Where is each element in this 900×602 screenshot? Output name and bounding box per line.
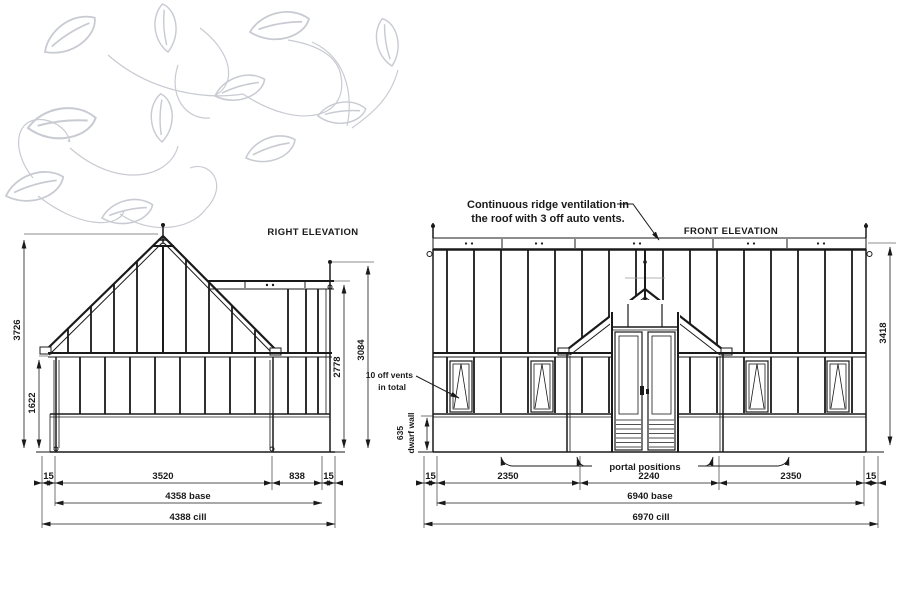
right-elevation: RIGHT ELEVATION	[12, 223, 374, 528]
dim-re-span-rear: 838	[289, 471, 305, 482]
dim-fe-offset-right: 15	[866, 471, 877, 482]
dim-re-span-main: 3520	[152, 471, 173, 482]
vents-note-line1: 10 off vents	[366, 370, 414, 380]
dim-fe-dwarf-wall: 635	[395, 426, 405, 440]
dim-fe-span-right: 2350	[780, 471, 801, 482]
ridge-note-leader-arrow	[617, 203, 660, 241]
front-elevation-structure	[418, 223, 884, 453]
vents-note-leader-arrow	[415, 375, 460, 399]
dim-re-rear-eaves: 2778	[332, 356, 343, 377]
front-elevation: FRONT ELEVATION Continuous ridge ventila…	[366, 199, 896, 528]
door-handle	[640, 386, 644, 395]
dim-re-offset-right: 15	[323, 471, 334, 482]
ridge-vent-annotation: Continuous ridge ventilation in the roof…	[467, 199, 660, 241]
right-elevation-structure	[36, 223, 345, 453]
dim-re-cill: 4388 cill	[170, 512, 207, 523]
dim-re-base: 4358 base	[165, 491, 210, 502]
front-elevation-dimensions: 635 dwarf wall 3418 portal positions	[395, 242, 896, 528]
side-vents	[449, 360, 850, 413]
right-elevation-title: RIGHT ELEVATION	[267, 227, 358, 238]
dim-fe-height-overall: 3418	[878, 322, 889, 343]
vents-note-line2: in total	[378, 382, 406, 392]
ridge-note-line1: Continuous ridge ventilation in	[467, 199, 629, 211]
dim-re-height-eaves: 1622	[27, 392, 38, 413]
dim-re-rear-ridge: 3084	[356, 339, 367, 361]
ridge-vent-dots	[464, 242, 826, 245]
right-elevation-dimensions: 3726 1622 2778 3084 15 3520 838 15 4358 …	[12, 233, 374, 528]
dim-fe-base: 6940 base	[627, 491, 672, 502]
dim-fe-span-centre: 2240	[638, 471, 659, 482]
ridge-note-line2: the roof with 3 off auto vents.	[471, 213, 624, 225]
front-elevation-title: FRONT ELEVATION	[684, 226, 778, 237]
portal-positions: portal positions	[500, 456, 790, 473]
leaf-vine-pattern	[4, 2, 406, 231]
dim-fe-cill: 6970 cill	[633, 512, 670, 523]
vents-annotation: 10 off vents in total	[366, 370, 460, 399]
portal-label: portal positions	[609, 462, 680, 473]
dim-re-height-overall: 3726	[12, 319, 23, 340]
dim-fe-span-left: 2350	[497, 471, 518, 482]
dim-re-offset-left: 15	[43, 471, 54, 482]
dim-fe-offset-left: 15	[425, 471, 436, 482]
dwarf-wall-label: dwarf wall	[406, 412, 416, 453]
